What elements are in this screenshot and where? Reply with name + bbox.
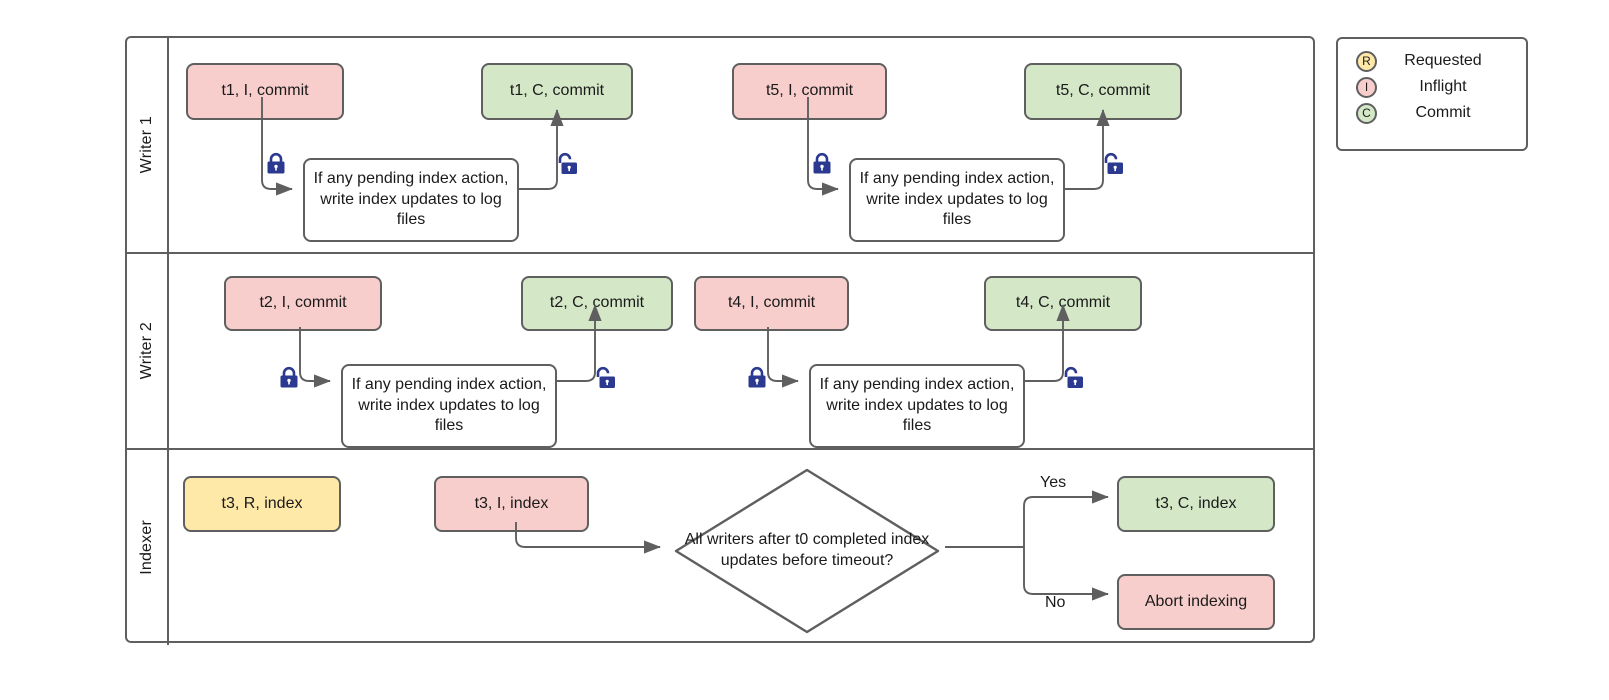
swimlane-pool: Writer 1 t1, I, commit t1, C, commit t5,… [125, 36, 1315, 645]
requested-badge-icon: R [1356, 50, 1377, 72]
lane-header-indexer: Indexer [127, 450, 169, 645]
decision-all-writers-completed[interactable]: All writers after t0 completed index upd… [672, 466, 942, 636]
node-t3-commit-index[interactable]: t3, C, index [1117, 476, 1275, 532]
process-write-index-updates-3[interactable]: If any pending index action, write index… [341, 364, 557, 448]
process-write-index-updates-1[interactable]: If any pending index action, write index… [303, 158, 519, 242]
commit-badge-icon: C [1356, 102, 1377, 124]
lane-body-indexer: t3, R, index t3, I, index t3, C, index A… [169, 450, 1313, 645]
legend-label-inflight: Inflight [1419, 78, 1467, 95]
process-write-index-updates-2[interactable]: If any pending index action, write index… [849, 158, 1065, 242]
node-t3-requested-index[interactable]: t3, R, index [183, 476, 341, 532]
edge-label-yes: Yes [1040, 474, 1067, 491]
lane-writer-2: Writer 2 t2, I, commit t2, C, commit t4,… [127, 252, 1313, 448]
lane-label-writer-1: Writer 1 [138, 116, 155, 174]
node-t3-inflight-index[interactable]: t3, I, index [434, 476, 589, 532]
node-t4-inflight-commit[interactable]: t4, I, commit [694, 276, 849, 331]
diamond-shape [674, 468, 940, 634]
node-t2-inflight-commit[interactable]: t2, I, commit [224, 276, 382, 331]
process-write-index-updates-4[interactable]: If any pending index action, write index… [809, 364, 1025, 448]
lane-body-writer-2: t2, I, commit t2, C, commit t4, I, commi… [169, 254, 1313, 448]
edge-label-no: No [1045, 594, 1066, 611]
unlocked-padlock-icon [556, 152, 578, 176]
lane-label-indexer: Indexer [138, 520, 155, 575]
node-t2-commit-commit[interactable]: t2, C, commit [521, 276, 673, 331]
node-abort-indexing[interactable]: Abort indexing [1117, 574, 1275, 630]
lane-writer-1: Writer 1 t1, I, commit t1, C, commit t5,… [127, 38, 1313, 252]
legend-item-inflight: I Inflight [1338, 74, 1526, 100]
lane-header-writer-2: Writer 2 [127, 254, 169, 448]
locked-padlock-icon [278, 366, 300, 390]
legend-label-commit: Commit [1415, 104, 1471, 121]
lane-label-writer-2: Writer 2 [138, 322, 155, 380]
legend-label-requested: Requested [1404, 52, 1482, 69]
locked-padlock-icon [811, 152, 833, 176]
lane-body-writer-1: t1, I, commit t1, C, commit t5, I, commi… [169, 38, 1313, 252]
unlocked-padlock-icon [594, 366, 616, 390]
unlocked-padlock-icon [1062, 366, 1084, 390]
lane-indexer: Indexer t3, R, index t3, I, index t3, C,… [127, 448, 1313, 645]
inflight-badge-icon: I [1356, 76, 1377, 98]
node-t4-commit-commit[interactable]: t4, C, commit [984, 276, 1142, 331]
node-t1-inflight-commit[interactable]: t1, I, commit [186, 63, 344, 120]
lane-header-writer-1: Writer 1 [127, 38, 169, 252]
locked-padlock-icon [746, 366, 768, 390]
node-t1-commit-commit[interactable]: t1, C, commit [481, 63, 633, 120]
legend-item-requested: R Requested [1338, 48, 1526, 74]
node-t5-commit-commit[interactable]: t5, C, commit [1024, 63, 1182, 120]
legend-panel: R Requested I Inflight C Commit [1336, 37, 1528, 151]
node-t5-inflight-commit[interactable]: t5, I, commit [732, 63, 887, 120]
legend-item-commit: C Commit [1338, 100, 1526, 126]
unlocked-padlock-icon [1102, 152, 1124, 176]
locked-padlock-icon [265, 152, 287, 176]
